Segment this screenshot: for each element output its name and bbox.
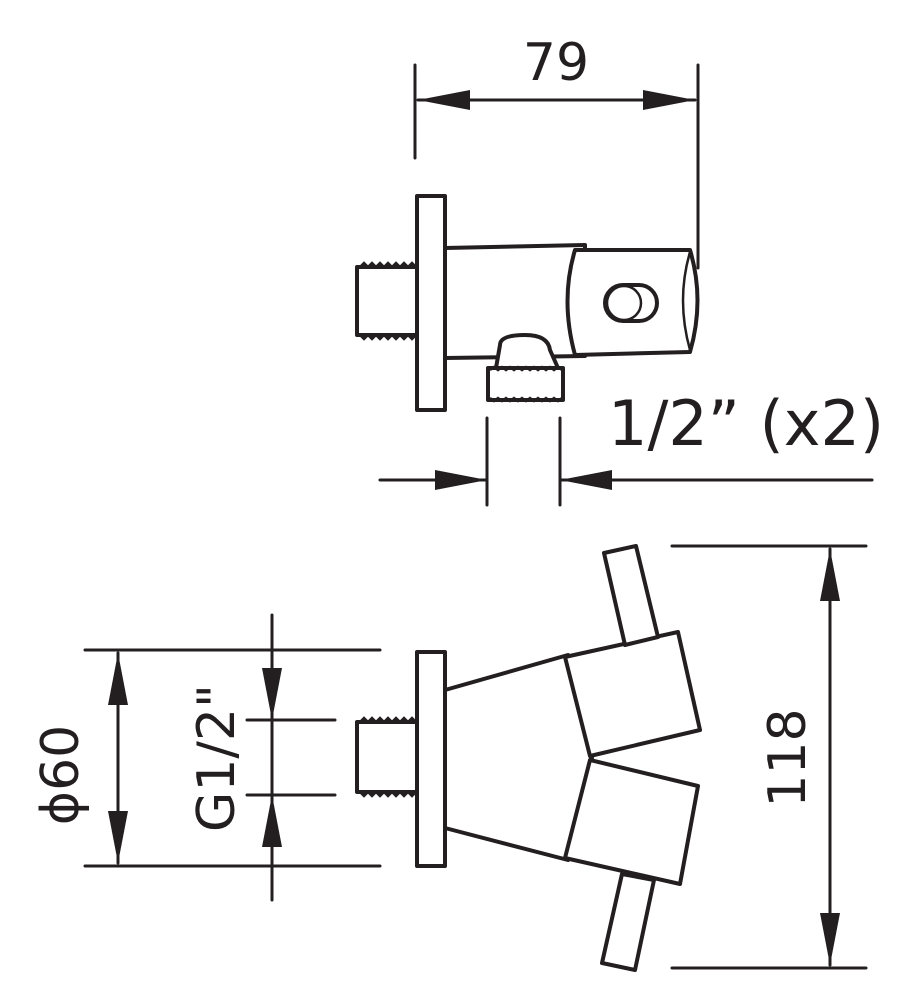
- dimension-height: 118: [670, 544, 868, 970]
- handle-screw: [603, 283, 659, 323]
- thread-note-label: 1/2” (x2): [608, 387, 884, 460]
- dimension-thread: G1/2": [187, 613, 337, 902]
- plan-wall-plate: [415, 650, 447, 868]
- plan-valve-body: [443, 653, 594, 862]
- upper-handle-block: [563, 630, 702, 758]
- outlet-thread: [486, 366, 565, 402]
- plan-threaded-inlet: [355, 720, 419, 794]
- height-label: 118: [758, 708, 818, 807]
- diameter-label: ϕ60: [31, 725, 91, 825]
- lower-lever: [600, 872, 656, 972]
- upper-lever: [602, 544, 660, 647]
- threaded-inlet: [355, 265, 419, 337]
- dimension-diameter: ϕ60: [31, 648, 382, 868]
- side-view: 79 1/2” (x2): [355, 33, 884, 507]
- wall-plate: [415, 194, 447, 412]
- width-label: 79: [523, 33, 589, 93]
- plan-view: ϕ60 G1/2": [31, 544, 868, 972]
- dimension-width: 79: [413, 33, 700, 270]
- outlet-nozzle: [494, 333, 560, 370]
- lower-handle-block: [563, 758, 700, 886]
- thread-size-label: G1/2": [187, 684, 247, 832]
- dimension-outlet: 1/2” (x2): [378, 387, 884, 507]
